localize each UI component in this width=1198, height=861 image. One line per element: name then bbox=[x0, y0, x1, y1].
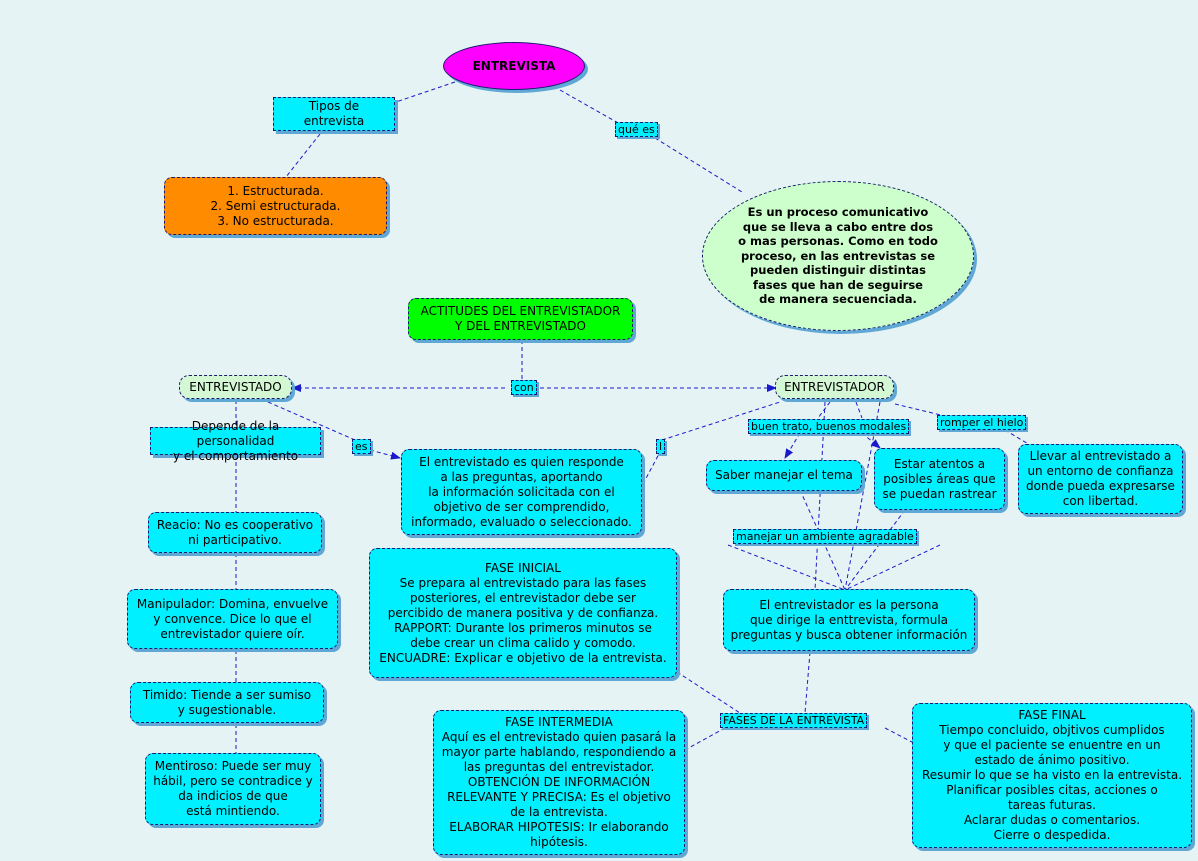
link-label-fases: FASES DE LA ENTREVISTA bbox=[720, 713, 868, 728]
link-label-romper-hielo: romper el hielo bbox=[937, 415, 1027, 430]
fase-intermedia-node: FASE INTERMEDIA Aquí es el entrevistado … bbox=[433, 710, 685, 855]
estar-atentos-node: Estar atentos a posibles áreas que se pu… bbox=[874, 448, 1005, 510]
link-label-con: con bbox=[511, 380, 537, 395]
depende-node: Depende de la personalidad y el comporta… bbox=[150, 419, 321, 463]
manipulador-node: Manipulador: Domina, envuelve y convence… bbox=[127, 589, 338, 649]
link-label-l: l bbox=[656, 439, 666, 454]
entrevistado-definicion-node: El entrevistado es quien responde a las … bbox=[401, 449, 642, 535]
reacio-node: Reacio: No es cooperativo ni participati… bbox=[148, 512, 322, 553]
mentiroso-node: Mentiroso: Puede ser muy hábil, pero se … bbox=[145, 753, 321, 825]
saber-manejar-node: Saber manejar el tema bbox=[706, 460, 862, 491]
definicion-node: Es un proceso comunicativo que se lleva … bbox=[702, 181, 974, 331]
entrevista-node: ENTREVISTA bbox=[443, 42, 585, 90]
llevar-entorno-node: Llevar al entrevistado a un entorno de c… bbox=[1018, 444, 1183, 514]
timido-node: Timido: Tiende a ser sumiso y sugestiona… bbox=[130, 682, 324, 723]
tipos-de-entrevista-node: Tipos de entrevista bbox=[273, 97, 395, 131]
link-label-es: es bbox=[352, 439, 371, 454]
link-label-manejar-ambiente: manejar un ambiente agradable bbox=[733, 529, 917, 544]
fase-inicial-node: FASE INICIAL Se prepara al entrevistado … bbox=[369, 548, 677, 678]
link-label-buen-trato: buen trato, buenos modales bbox=[748, 419, 910, 434]
tipos-list-node: 1. Estructurada. 2. Semi estructurada. 3… bbox=[164, 177, 387, 235]
fase-final-node: FASE FINAL Tiempo concluido, objtivos cu… bbox=[912, 703, 1192, 848]
entrevistador-node: ENTREVISTADOR bbox=[775, 375, 894, 399]
link-label-que-es: qué es bbox=[615, 122, 658, 137]
entrevistado-node: ENTREVISTADO bbox=[179, 375, 292, 399]
entrevistador-definicion-node: El entrevistador es la persona que dirig… bbox=[723, 589, 975, 651]
actitudes-node: ACTITUDES DEL ENTREVISTADOR Y DEL ENTREV… bbox=[408, 298, 633, 340]
